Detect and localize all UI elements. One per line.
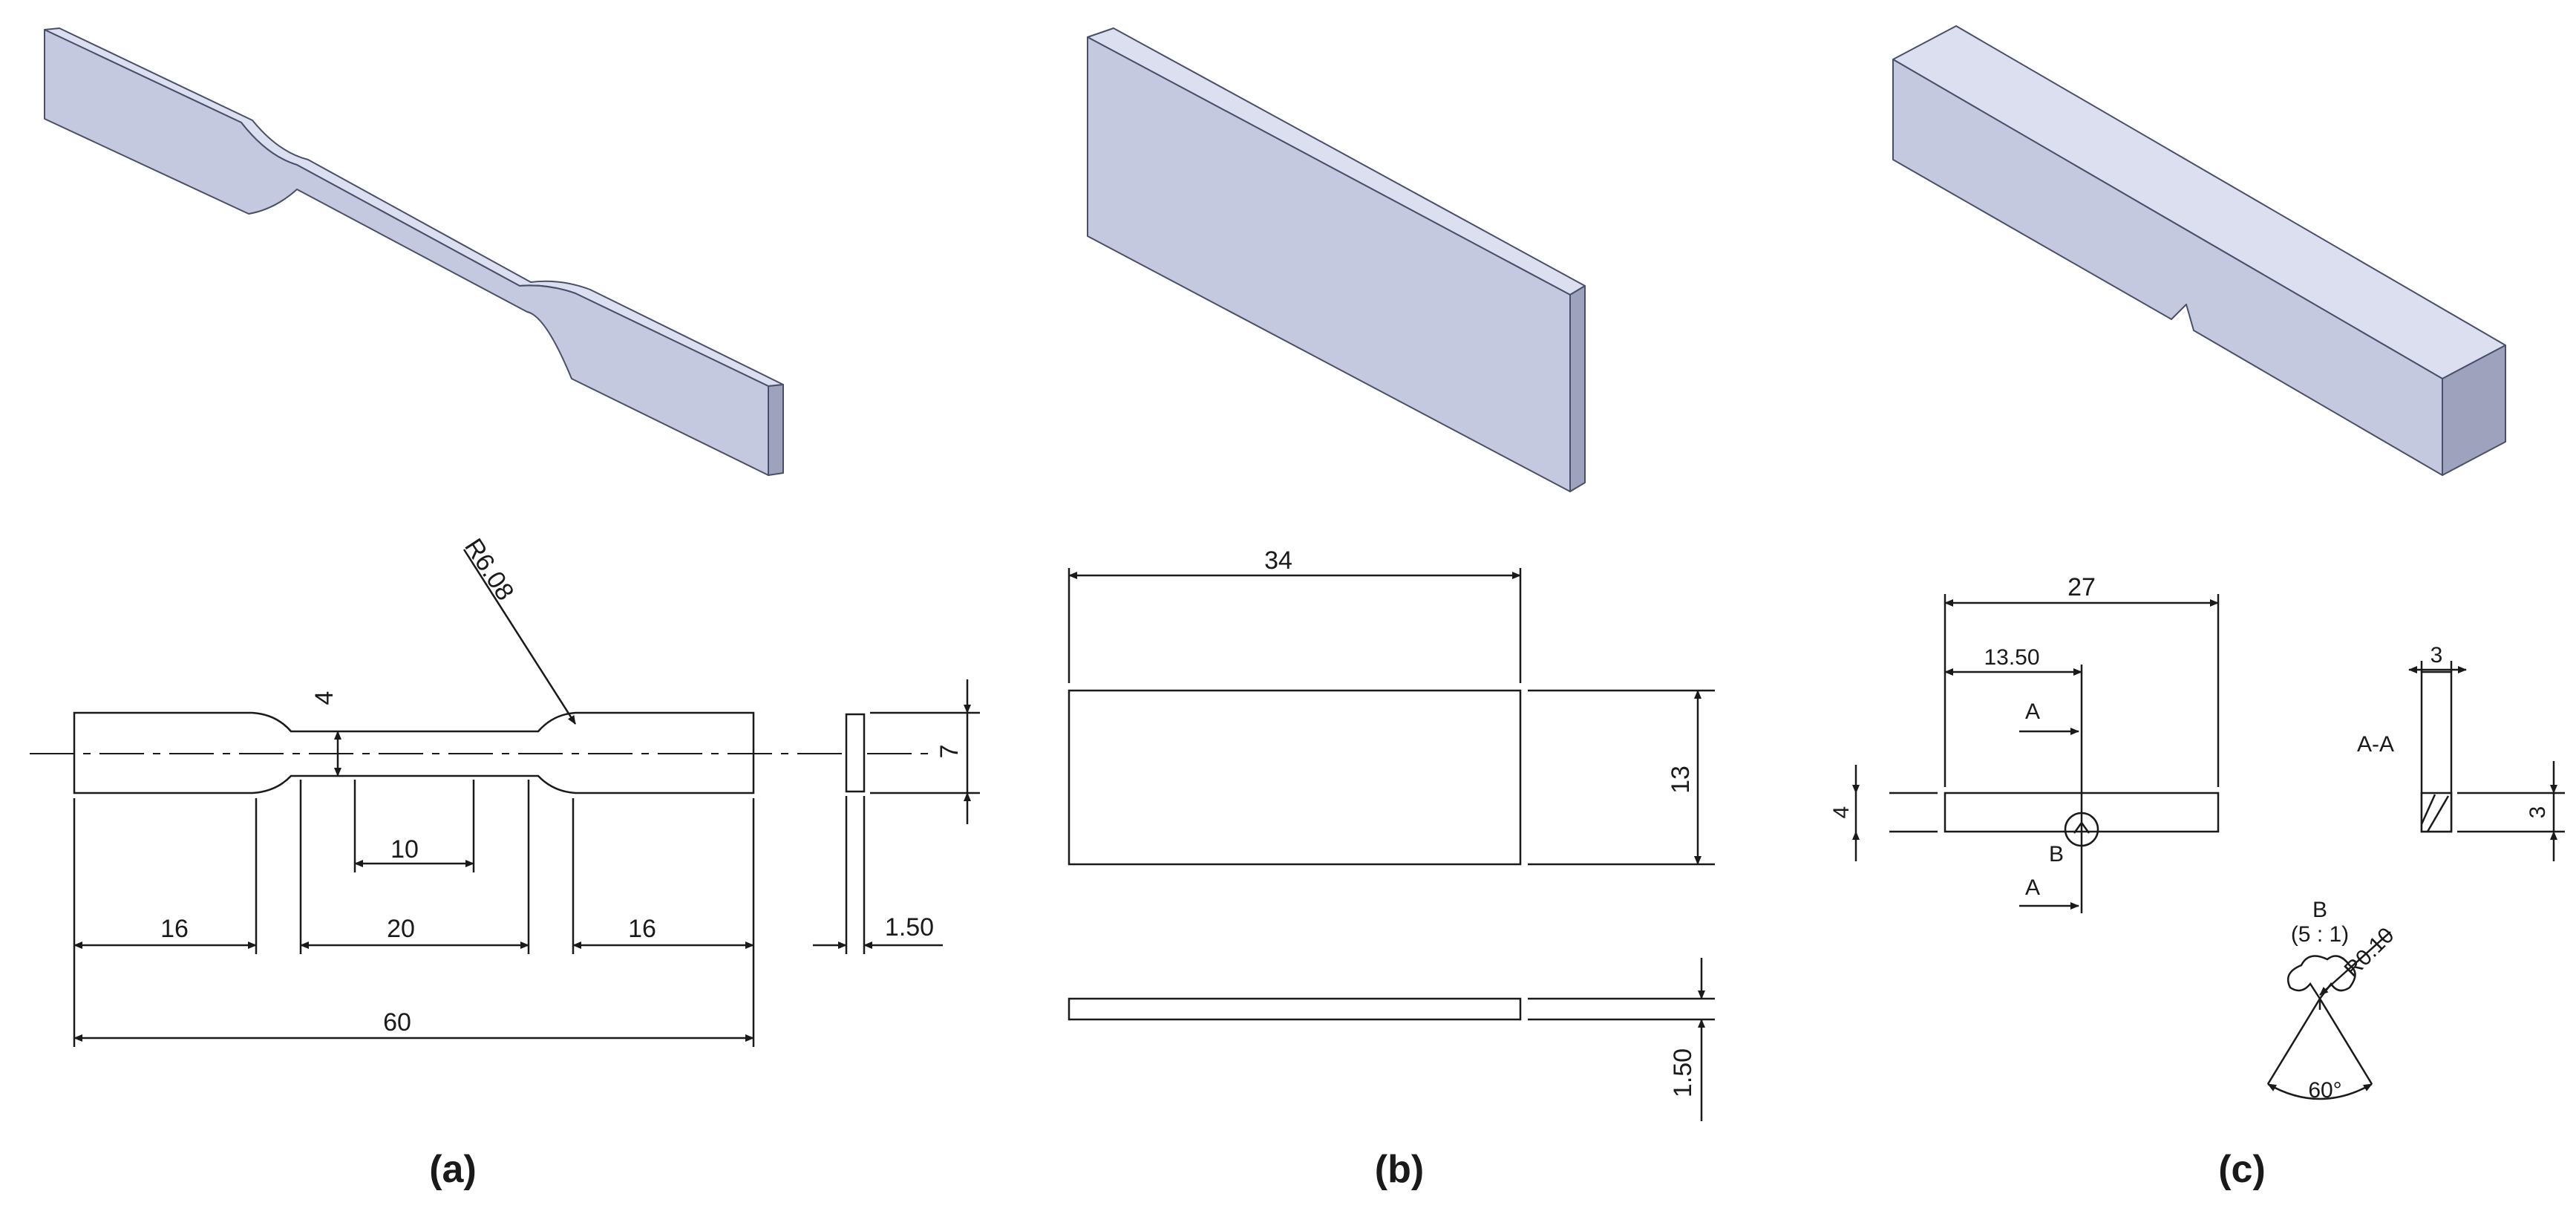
caption-c: (c) <box>2218 1148 2266 1191</box>
drawing-a <box>30 549 980 1047</box>
drawing-b <box>1068 568 1715 1121</box>
detail-marker-c: B <box>2049 842 2064 867</box>
dim-height-c: 4 <box>1829 806 1854 819</box>
dim-grip-width-a: 7 <box>935 745 964 759</box>
dim-half-length-c: 13.50 <box>1984 645 2039 670</box>
specimen-a-3d <box>44 27 784 476</box>
dim-thickness-a: 1.50 <box>885 913 934 941</box>
specimen-b-3d <box>1087 27 1586 492</box>
drawing-c <box>1852 594 2565 1100</box>
section-marker-bottom-c: A <box>2025 875 2040 900</box>
dim-gauge-a: 10 <box>390 835 419 864</box>
detail-scale-c: (5 : 1) <box>2291 922 2349 947</box>
section-marker-top-c: A <box>2025 699 2040 724</box>
dim-neck-width-a: 4 <box>310 691 339 705</box>
labels-c: 27 13.50 4 A A B A-A 3 3 B (5 : 1) R0.10… <box>1829 573 2550 1191</box>
detail-title-c: B <box>2312 898 2327 922</box>
dim-length-c: 27 <box>2067 573 2096 601</box>
dim-grip-right-a: 16 <box>628 915 656 943</box>
dim-length-b: 34 <box>1264 546 1292 575</box>
dim-width-b: 13 <box>1667 766 1695 794</box>
dim-neck-length-a: 20 <box>387 915 415 943</box>
caption-b: (b) <box>1375 1148 1424 1191</box>
dim-total-length-a: 60 <box>383 1008 411 1037</box>
notch-angle-c: 60° <box>2308 1078 2341 1103</box>
section-title-c: A-A <box>2357 732 2394 757</box>
dim-radius-a: R6.08 <box>459 534 519 606</box>
section-height-c: 3 <box>2526 806 2550 819</box>
labels-b: 34 13 1.50 (b) <box>1264 546 1697 1191</box>
section-width-c: 3 <box>2430 643 2443 668</box>
dim-grip-left-a: 16 <box>160 915 189 943</box>
caption-a: (a) <box>429 1148 477 1191</box>
labels-a: R6.08 4 10 16 20 16 60 7 1.50 (a) <box>160 534 964 1191</box>
dim-thickness-b: 1.50 <box>1669 1048 1697 1097</box>
specimen-c-3d <box>1892 25 2506 476</box>
